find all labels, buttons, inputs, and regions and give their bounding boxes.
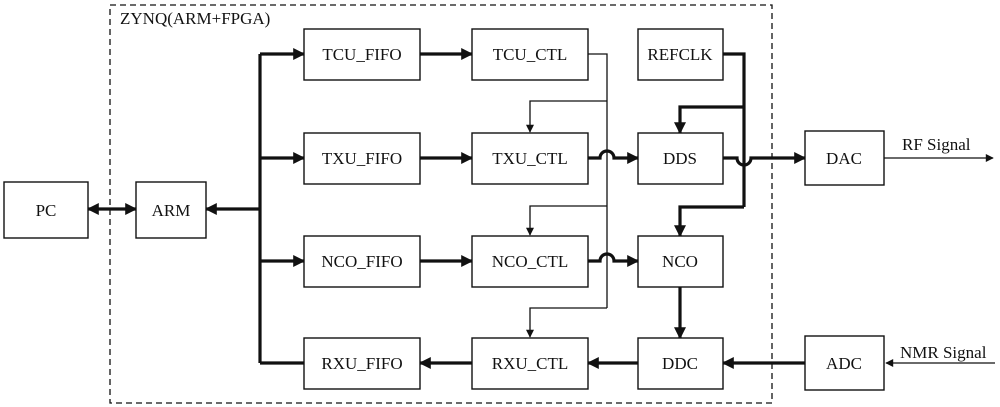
rf-signal-label: RF Signal	[902, 135, 971, 154]
svg-text:DDC: DDC	[662, 354, 698, 373]
svg-text:NCO_FIFO: NCO_FIFO	[321, 252, 402, 271]
svg-text:ADC: ADC	[826, 354, 862, 373]
svg-text:DAC: DAC	[826, 149, 862, 168]
svg-text:TXU_CTL: TXU_CTL	[492, 149, 568, 168]
arm-block: ARM	[135, 181, 207, 239]
rxu-ctl-block: RXU_CTL	[471, 337, 589, 390]
refclk-vertical	[723, 52, 746, 207]
ddc-block: DDC	[637, 337, 724, 390]
thick-connections	[86, 48, 807, 369]
rxu-fifo-block: RXU_FIFO	[303, 337, 421, 390]
svg-text:REFCLK: REFCLK	[647, 45, 713, 64]
svg-text:ARM: ARM	[152, 201, 191, 220]
svg-text:RXU_FIFO: RXU_FIFO	[321, 354, 402, 373]
nco-ctl-block: NCO_CTL	[471, 235, 589, 288]
refclk-to-nco	[674, 205, 744, 238]
tcu-ctl-block: TCU_CTL	[471, 28, 589, 81]
adc-block: ADC	[804, 335, 885, 391]
thin-connections	[526, 53, 608, 338]
tcu-fifo-block: TCU_FIFO	[303, 28, 421, 81]
dac-block: DAC	[804, 130, 885, 186]
svg-text:TCU_CTL: TCU_CTL	[493, 45, 568, 64]
svg-text:TXU_FIFO: TXU_FIFO	[322, 149, 402, 168]
ctrl-to-rxu-ctl	[526, 307, 607, 338]
nmr-signal-label: NMR Signal	[900, 343, 987, 362]
txu-ctl-to-dds	[588, 149, 640, 164]
ctl-outputs	[588, 149, 640, 267]
refclk-block: REFCLK	[637, 28, 724, 81]
dds-to-dac	[723, 152, 807, 167]
svg-text:DDS: DDS	[663, 149, 697, 168]
nco-ctl-to-nco	[588, 252, 640, 267]
txu-fifo-block: TXU_FIFO	[303, 132, 421, 185]
zynq-label: ZYNQ(ARM+FPGA)	[120, 9, 270, 28]
nco-block: NCO	[637, 235, 724, 288]
refclk-to-dds	[674, 105, 744, 135]
svg-text:TCU_FIFO: TCU_FIFO	[322, 45, 401, 64]
svg-text:RXU_CTL: RXU_CTL	[492, 354, 569, 373]
txu-ctl-block: TXU_CTL	[471, 132, 589, 185]
svg-text:NCO: NCO	[662, 252, 698, 271]
ctrl-to-nco-ctl	[526, 205, 607, 236]
dds-block: DDS	[637, 132, 724, 185]
nco-fifo-block: NCO_FIFO	[303, 235, 421, 288]
svg-text:NCO_CTL: NCO_CTL	[492, 252, 569, 271]
external-signals	[884, 154, 995, 367]
pc-block: PC	[3, 181, 89, 239]
tcu-ctl-control-bus	[588, 53, 608, 308]
svg-text:PC: PC	[36, 201, 57, 220]
ctrl-to-txu-ctl	[526, 100, 607, 133]
